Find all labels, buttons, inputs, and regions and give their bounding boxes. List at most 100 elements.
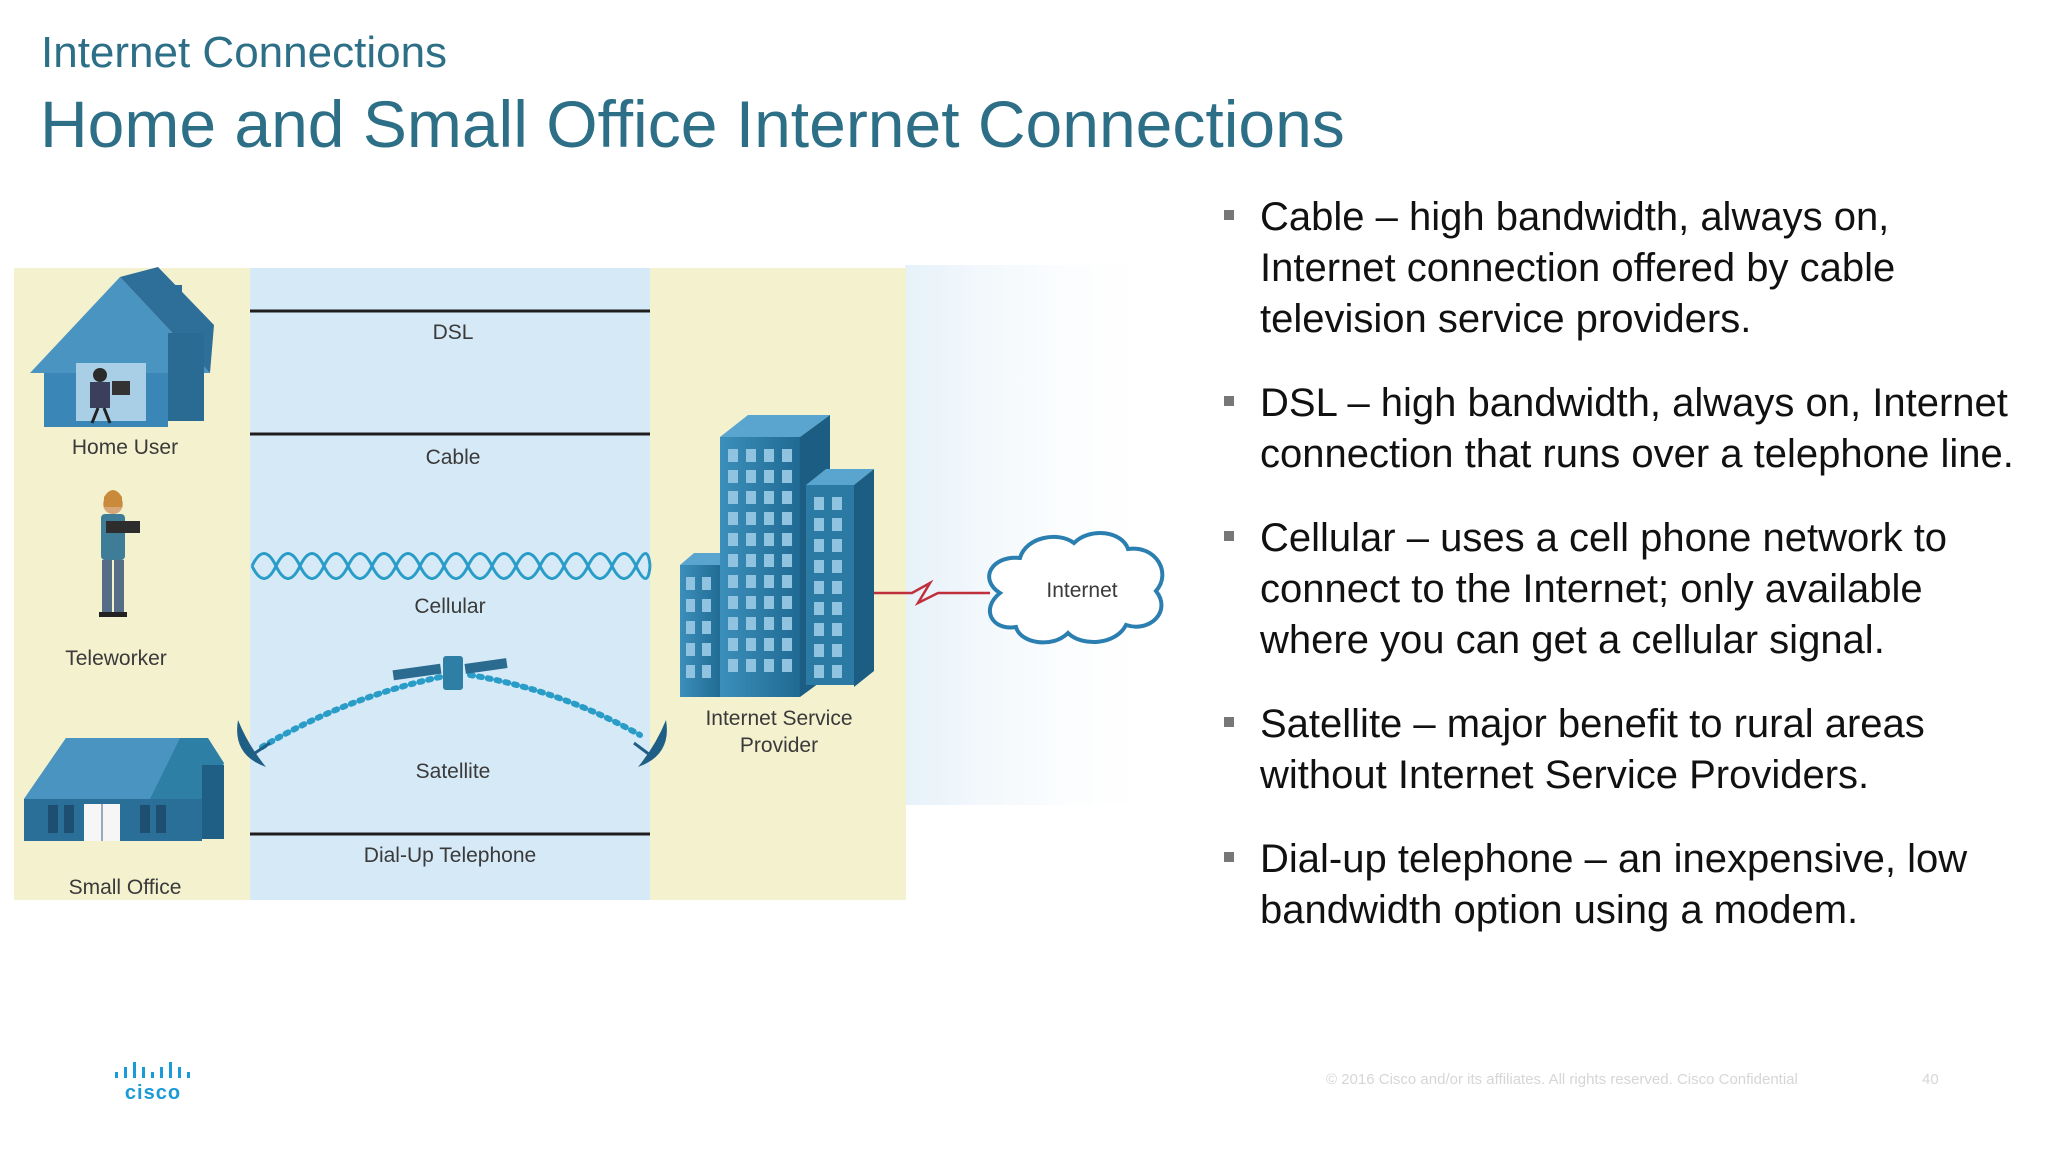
teleworker-person-icon [99,490,140,617]
building-window [702,643,711,656]
building-window [746,659,756,672]
home-user-label: Home User [72,436,178,459]
isp-label-line1: Internet Service [705,707,852,730]
building-window [814,539,824,552]
building-window [702,665,711,678]
building-window [764,554,774,567]
isp-internet-link [874,579,990,607]
building-window [728,617,738,630]
building-window [782,596,792,609]
building-window [782,659,792,672]
building-window [832,602,842,615]
building-window [782,449,792,462]
building-window [728,638,738,651]
satellite-dish-right-icon [633,720,667,767]
building-window [782,470,792,483]
building-window [814,665,824,678]
satellite-icon [392,656,508,690]
building-window [728,596,738,609]
building-window [832,644,842,657]
bullet-text: Satellite – major benefit to rural areas… [1260,702,1925,797]
building-window [746,596,756,609]
building-window [782,554,792,567]
bullet-dsl: DSL – high bandwidth, always on, Interne… [1222,378,2022,480]
connection-types-list: Cable – high bandwidth, always on, Inter… [1222,192,2022,969]
building-window [782,533,792,546]
bullet-text: Cable – high bandwidth, always on, Inter… [1260,195,1896,341]
building-window [832,539,842,552]
building-window [814,623,824,636]
bullet-text: Dial-up telephone – an inexpensive, low … [1260,837,1968,932]
building-window [764,638,774,651]
building-window [782,638,792,651]
building-window [702,621,711,634]
cable-label: Cable [426,446,481,469]
page-title: Home and Small Office Internet Connectio… [40,87,1345,161]
copyright-footer: © 2016 Cisco and/or its affiliates. All … [1326,1071,1798,1088]
bullet-cellular: Cellular – uses a cell phone network to … [1222,513,2022,666]
teleworker-label: Teleworker [65,647,167,670]
building-window [764,596,774,609]
bullet-cable: Cable – high bandwidth, always on, Inter… [1222,192,2022,345]
building-window [746,533,756,546]
building-window [686,665,695,678]
building-window [764,449,774,462]
building-window [746,449,756,462]
small-office-label: Small Office [69,876,182,899]
small-office-building-icon [24,738,224,841]
building-window [728,575,738,588]
building-window [764,533,774,546]
building-window [728,491,738,504]
building-window [814,644,824,657]
building-window [746,575,756,588]
cellular-label: Cellular [414,595,485,618]
building-window [746,512,756,525]
bullet-marker [1224,717,1234,727]
building-window [746,491,756,504]
internet-cloud-icon [987,530,1165,645]
building-window [764,659,774,672]
building-window [832,623,842,636]
cellular-wave-b [250,552,652,580]
building-window [728,512,738,525]
section-subtitle: Internet Connections [41,28,448,77]
internet-label: Internet [1046,579,1117,602]
building-window [728,449,738,462]
isp-building-windows [686,449,842,678]
building-window [782,491,792,504]
satellite-uplink [259,672,453,750]
building-window [702,599,711,612]
bullet-dialup: Dial-up telephone – an inexpensive, low … [1222,834,2022,936]
satellite-label: Satellite [416,760,491,783]
building-window [764,470,774,483]
building-window [686,643,695,656]
bullet-satellite: Satellite – major benefit to rural areas… [1222,699,2022,801]
building-window [814,581,824,594]
building-window [782,512,792,525]
building-window [814,497,824,510]
building-window [832,560,842,573]
building-window [702,577,711,590]
building-window [728,659,738,672]
satellite-dish-left-icon [237,720,271,767]
building-window [746,554,756,567]
bullet-marker [1224,210,1234,220]
bullet-text: Cellular – uses a cell phone network to … [1260,516,1948,662]
building-window [764,491,774,504]
cisco-logo-text: cisco [125,1082,181,1102]
building-window [764,575,774,588]
building-window [728,533,738,546]
cellular-wave-a [250,552,652,580]
connection-diagram: Home User Teleworker Small Office DSL Ca… [0,175,1180,915]
building-window [782,617,792,630]
building-window [686,577,695,590]
bullet-marker [1224,531,1234,541]
center-panel [250,268,650,900]
background-fade [905,265,1175,805]
building-window [746,617,756,630]
bullet-marker [1224,852,1234,862]
bullet-text: DSL – high bandwidth, always on, Interne… [1260,381,2014,476]
building-window [728,554,738,567]
building-window [746,638,756,651]
dsl-label: DSL [433,321,474,344]
